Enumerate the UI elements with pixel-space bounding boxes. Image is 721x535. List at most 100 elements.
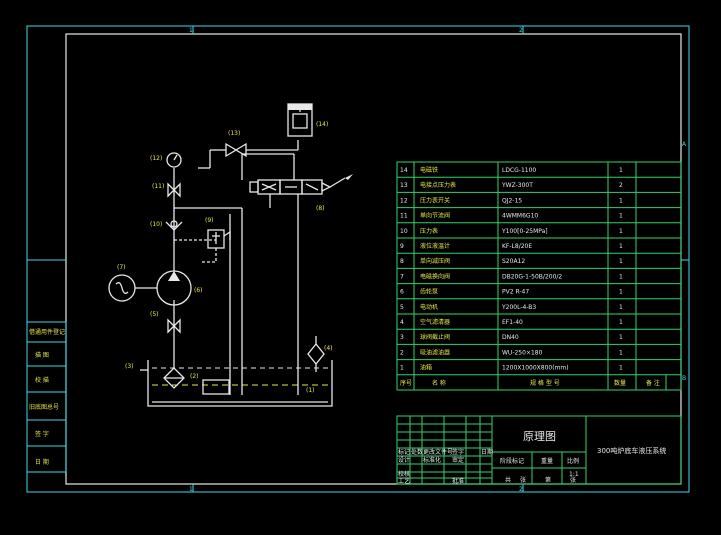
sheet-outer-border xyxy=(26,25,690,493)
bom-row-no: 4 xyxy=(400,319,404,326)
title-block: 标记 处数 更改文件号 签字 日期 设计 标准化 审定 校核 工艺 批准 阶段标… xyxy=(396,415,682,485)
zone-right-b: B xyxy=(682,375,686,382)
bom-row-spec: DB20G-1-50B/200/2 xyxy=(502,273,562,280)
bom-row-name: 空气滤清器 xyxy=(420,318,450,326)
tb-cell-no: 第 xyxy=(545,476,551,484)
bom-row-name: 齿轮泵 xyxy=(420,288,438,296)
bom-row-qty: 1 xyxy=(619,243,623,250)
hydraulic-circuit xyxy=(108,103,353,407)
tb-cell-check: 校核 xyxy=(398,470,410,478)
tb-cell-scale-value: 1:1 xyxy=(569,471,579,478)
tb-cell-total: 共 xyxy=(505,476,511,484)
bom-row-name: 电磁换向阀 xyxy=(420,272,450,280)
side-label-1: 描 图 xyxy=(35,351,49,359)
directional-valve xyxy=(249,174,353,195)
tb-cell-sheet: 张 xyxy=(520,476,526,484)
bom-row-qty: 2 xyxy=(619,182,623,189)
gauge-switch xyxy=(167,182,181,198)
bom-row-qty: 1 xyxy=(619,197,623,204)
bom-row-no: 13 xyxy=(400,182,408,189)
bom-row-spec: EF1-40 xyxy=(502,319,523,326)
actuator-cylinder xyxy=(287,103,313,137)
tb-cell-approve-final: 审定 xyxy=(452,456,464,464)
tb-cell-process: 工艺 xyxy=(398,477,410,485)
side-label-2: 校 描 xyxy=(35,376,49,384)
side-label-4: 签 字 xyxy=(35,430,49,438)
bom-header-spec: 规 格 型 号 xyxy=(530,379,560,387)
bom-row-name: 单向节流阀 xyxy=(420,212,450,220)
bom-row-no: 10 xyxy=(400,228,408,235)
callout-1: (1) xyxy=(306,387,315,394)
side-label-3: 旧底图总号 xyxy=(29,403,59,411)
bom-row-no: 7 xyxy=(400,273,404,280)
callout-5: (5) xyxy=(150,311,159,318)
bom-row-qty: 1 xyxy=(619,319,623,326)
drawing-title: 原理图 xyxy=(523,430,556,443)
bom-header-no: 序号 xyxy=(400,379,412,387)
callout-14: (14) xyxy=(316,121,328,128)
bom-row-spec: YWZ-300T xyxy=(501,182,533,189)
tb-cell-mark: 标记 xyxy=(398,448,410,456)
zone-markers: 1 2 1 2 A B xyxy=(27,26,689,493)
tb-cell-sheet2: 张 xyxy=(570,476,576,484)
side-stamp-column: 借通用件登记 描 图 校 描 旧底图总号 签 字 日 期 xyxy=(26,321,67,473)
bom-row-no: 8 xyxy=(400,258,404,265)
bom-row-qty: 1 xyxy=(619,365,623,372)
bom-row-spec: KF-L8/20E xyxy=(502,243,532,250)
zone-top-2: 2 xyxy=(519,27,523,34)
bom-row-spec: PV2 R-47 xyxy=(502,289,529,296)
callouts: (14) (13) (12) (11) (10) (9) (8) (7) (6)… xyxy=(117,121,333,394)
bom-row-qty: 1 xyxy=(619,304,623,311)
side-label-5: 日 期 xyxy=(35,458,49,466)
tb-cell-sign: 签字 xyxy=(452,448,464,456)
callout-9: (9) xyxy=(205,217,214,224)
tb-cell-approve: 批准 xyxy=(452,477,464,485)
bom-row-name: 单向减压阀 xyxy=(420,257,450,265)
bom-row-qty: 1 xyxy=(619,213,623,220)
tb-cell-stage: 阶段标记 xyxy=(500,457,524,465)
bom-header-note: 备 注 xyxy=(646,379,660,387)
tb-cell-count: 处数 xyxy=(411,448,423,456)
throttle-check-valve xyxy=(225,142,247,158)
tb-cell-date: 日期 xyxy=(481,448,493,456)
bom-row-qty: 1 xyxy=(619,289,623,296)
tb-cell-design: 设计 xyxy=(398,456,410,464)
callout-4: (4) xyxy=(324,345,333,352)
bom-row-spec: DN40 xyxy=(502,334,519,341)
bom-header-qty: 数量 xyxy=(614,379,626,387)
zone-bottom-2: 2 xyxy=(519,486,523,493)
zone-right-a: A xyxy=(682,141,687,148)
bom-row-spec: Y100[0-25MPa] xyxy=(501,228,548,235)
bom-row-no: 5 xyxy=(400,304,404,311)
tb-cell-change-doc: 更改文件号 xyxy=(423,448,453,456)
pressure-gauge xyxy=(166,152,182,168)
bom-row-no: 11 xyxy=(400,213,408,220)
ball-valve xyxy=(167,318,181,334)
zone-top-1: 1 xyxy=(189,27,193,34)
electric-motor xyxy=(108,274,136,302)
air-filter xyxy=(307,336,325,372)
bom-row-name: 吸油滤油器 xyxy=(420,348,450,356)
callout-2: (2) xyxy=(190,373,199,380)
bom-row-spec: 1200X1000X800(mm) xyxy=(502,365,569,372)
bom-row-spec: WU-250×180 xyxy=(502,349,543,356)
bom-row-no: 3 xyxy=(400,334,404,341)
callout-8: (8) xyxy=(316,205,325,212)
bom-row-spec: QJ2-15 xyxy=(502,197,522,204)
bom-row-no: 14 xyxy=(400,167,408,174)
level-gauge xyxy=(202,379,230,395)
bom-row-qty: 1 xyxy=(619,228,623,235)
bom-row-name: 球阀截止阀 xyxy=(420,333,450,341)
callout-12: (12) xyxy=(150,155,162,162)
bom-header-name: 名 称 xyxy=(432,379,446,387)
product-name: 300吨炉底车液压系统 xyxy=(597,446,666,455)
bom-row-no: 9 xyxy=(400,243,404,250)
bom-row-spec: S20A12 xyxy=(502,258,525,265)
bom-row-name: 压力表开关 xyxy=(420,196,450,204)
callout-7: (7) xyxy=(117,264,126,271)
bom-row-name: 电磁铁 xyxy=(420,166,438,174)
bom-row-name: 液位液温计 xyxy=(420,242,450,250)
bom-row-qty: 1 xyxy=(619,349,623,356)
tb-cell-standard: 标准化 xyxy=(423,456,441,464)
